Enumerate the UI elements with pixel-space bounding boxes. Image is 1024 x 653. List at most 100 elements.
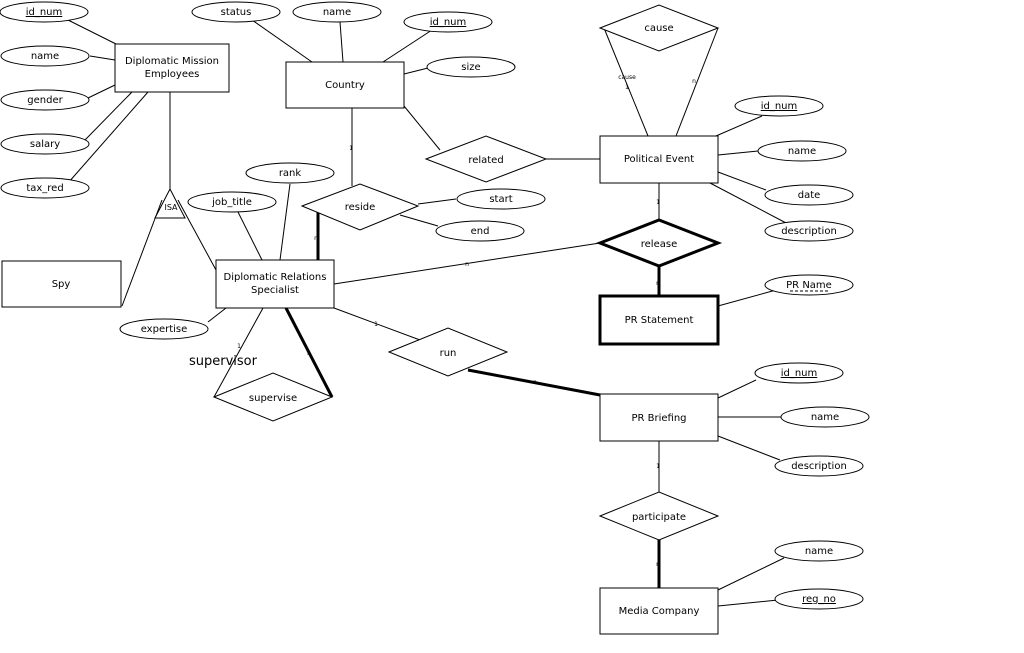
- entity-diplomatic-relations-specialist[interactable]: Diplomatic Relations Specialist: [215, 259, 335, 309]
- line-country-id: [382, 29, 433, 63]
- cardinality-release-specialist: n: [465, 261, 469, 268]
- attribute-label: id_num: [761, 101, 798, 112]
- line-media-name: [717, 557, 785, 591]
- attribute-label: name: [811, 412, 839, 423]
- entity-label: PR Statement: [625, 315, 694, 326]
- isa-triangle[interactable]: ISA: [154, 187, 186, 219]
- line-isa-specialist: [177, 199, 217, 271]
- attribute-briefing-description[interactable]: description: [774, 455, 864, 477]
- isa-label: ISA: [164, 203, 178, 212]
- relationship-run[interactable]: run: [387, 327, 509, 377]
- line-statement-prname: [717, 289, 777, 307]
- line-employee-salary: [84, 91, 133, 141]
- relationship-cause[interactable]: cause: [598, 4, 720, 52]
- entity-diplomatic-mission-employees[interactable]: Diplomatic Mission Employees: [114, 43, 230, 93]
- line-specialist-run: [333, 307, 421, 341]
- attribute-label: reg_no: [802, 594, 836, 605]
- cardinality-cause-right: n: [692, 78, 696, 85]
- attribute-event-id-num[interactable]: id_num: [734, 95, 824, 117]
- line-country-status: [251, 19, 313, 63]
- attribute-briefing-id-num[interactable]: id_num: [754, 362, 844, 384]
- attribute-label: PR Name: [786, 280, 832, 291]
- entity-label: Country: [325, 80, 365, 91]
- line-event-cause-left: [603, 27, 649, 137]
- line-country-name: [339, 21, 344, 63]
- attribute-reside-end[interactable]: end: [435, 220, 525, 242]
- line-event-cause-right: [675, 27, 719, 137]
- attribute-reside-start[interactable]: start: [456, 188, 546, 210]
- relationship-label: reside: [345, 202, 376, 213]
- line-event-id: [715, 115, 763, 137]
- weak-entity-pr-statement[interactable]: PR Statement: [598, 294, 720, 346]
- attribute-label: description: [781, 226, 837, 237]
- attribute-employee-salary[interactable]: salary: [0, 133, 90, 155]
- attribute-event-description[interactable]: description: [764, 220, 854, 242]
- cardinality-country-reside: 1: [349, 145, 353, 152]
- line-specialist-expertise: [207, 307, 227, 323]
- role-label-cause: cause: [618, 74, 636, 81]
- relationship-label: related: [468, 155, 503, 166]
- attribute-country-size[interactable]: size: [426, 56, 516, 78]
- attribute-employee-name[interactable]: name: [0, 45, 90, 67]
- role-label-supervisor: supervisor: [189, 354, 258, 369]
- entity-label: Spy: [52, 279, 71, 290]
- cardinality-specialist-run: 1: [374, 321, 378, 328]
- attribute-label: salary: [30, 139, 60, 150]
- line-briefing-id: [717, 379, 757, 399]
- relationship-label: supervise: [249, 393, 297, 404]
- attribute-label: expertise: [141, 324, 188, 335]
- attribute-label: id_num: [26, 7, 63, 18]
- relationship-reside[interactable]: reside: [300, 183, 420, 231]
- attribute-label: id_num: [781, 368, 818, 379]
- line-country-related: [403, 105, 441, 151]
- attribute-briefing-name[interactable]: name: [780, 406, 870, 428]
- attribute-event-date[interactable]: date: [764, 184, 854, 206]
- attribute-country-name[interactable]: name: [292, 1, 382, 23]
- attribute-specialist-expertise[interactable]: expertise: [119, 318, 209, 340]
- attribute-media-reg-no[interactable]: reg_no: [774, 588, 864, 610]
- relationship-related[interactable]: related: [424, 135, 548, 183]
- attribute-label: start: [489, 194, 512, 205]
- attribute-event-name[interactable]: name: [757, 140, 847, 162]
- attribute-label: status: [221, 7, 252, 18]
- line-reside-end: [399, 214, 439, 227]
- line-specialist-jobtitle: [237, 211, 263, 261]
- relationship-supervise[interactable]: supervise: [212, 372, 334, 422]
- attribute-label: rank: [279, 168, 302, 179]
- entity-label-line2: Employees: [145, 69, 200, 80]
- cardinality-supervise-left: 1: [237, 343, 241, 350]
- entity-spy[interactable]: Spy: [1, 260, 122, 308]
- line-specialist-release: [333, 242, 601, 285]
- relationship-label: run: [440, 348, 457, 359]
- line-media-regno: [717, 599, 779, 607]
- attribute-specialist-rank[interactable]: rank: [245, 162, 335, 184]
- entity-pr-briefing[interactable]: PR Briefing: [599, 393, 719, 442]
- attribute-specialist-job-title[interactable]: job_title: [187, 191, 277, 213]
- attribute-employee-gender[interactable]: gender: [0, 89, 90, 111]
- line-event-name: [717, 150, 759, 156]
- cardinality-release-statement: n: [656, 280, 660, 287]
- attribute-employee-tax-red[interactable]: tax_red: [0, 177, 90, 199]
- attribute-employee-id-num[interactable]: id_num: [0, 1, 89, 23]
- attribute-country-id-num[interactable]: id_num: [403, 11, 493, 33]
- connector-lines: [65, 18, 789, 607]
- entity-country[interactable]: Country: [285, 61, 405, 109]
- cardinality-participate-media: n: [656, 561, 660, 568]
- entity-media-company[interactable]: Media Company: [599, 587, 719, 635]
- relationship-release[interactable]: release: [595, 218, 723, 268]
- relationship-participate[interactable]: participate: [598, 491, 720, 541]
- attribute-media-name[interactable]: name: [774, 540, 864, 562]
- attribute-statement-pr-name[interactable]: PR Name: [764, 274, 854, 296]
- role-label-cause-cardinality: 1: [625, 84, 629, 91]
- cardinality-run-briefing: n: [533, 379, 537, 386]
- attribute-label: tax_red: [26, 183, 63, 194]
- entity-political-event[interactable]: Political Event: [599, 135, 719, 184]
- entity-label-line1: Diplomatic Relations: [224, 272, 327, 283]
- attribute-label: date: [798, 190, 821, 201]
- attribute-country-status[interactable]: status: [191, 1, 281, 23]
- cardinality-supervise-right: n: [307, 350, 311, 357]
- entity-label: Media Company: [619, 606, 700, 617]
- relationship-label: cause: [644, 23, 673, 34]
- attribute-label: end: [471, 226, 490, 237]
